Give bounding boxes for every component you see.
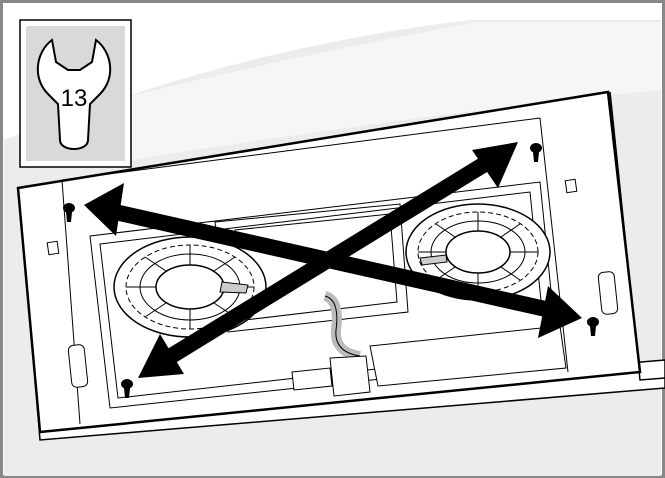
tool-badge: 13 [19, 19, 132, 168]
wrench-size-label: 13 [61, 85, 88, 112]
slot-left-top [46, 240, 60, 256]
wrench-icon [36, 38, 112, 150]
background-light-region [130, 22, 661, 160]
slot-right-top [564, 178, 578, 194]
left-fan-grill [113, 236, 267, 338]
screw-bottom-left [121, 379, 133, 398]
panel-inner-top-line [61, 117, 541, 181]
screw-bottom-right [587, 317, 599, 336]
slot-left-bottom [67, 344, 89, 388]
electronics-box [369, 325, 567, 387]
cable-outline [324, 295, 361, 357]
diagonal-arrow-bottomleft-topright [138, 142, 518, 378]
connector-block [291, 355, 371, 397]
slot-right-bottom [597, 271, 619, 315]
screw-top-right [530, 143, 542, 162]
screw-top-left [63, 203, 75, 222]
panel-inner-right-line [539, 117, 569, 373]
